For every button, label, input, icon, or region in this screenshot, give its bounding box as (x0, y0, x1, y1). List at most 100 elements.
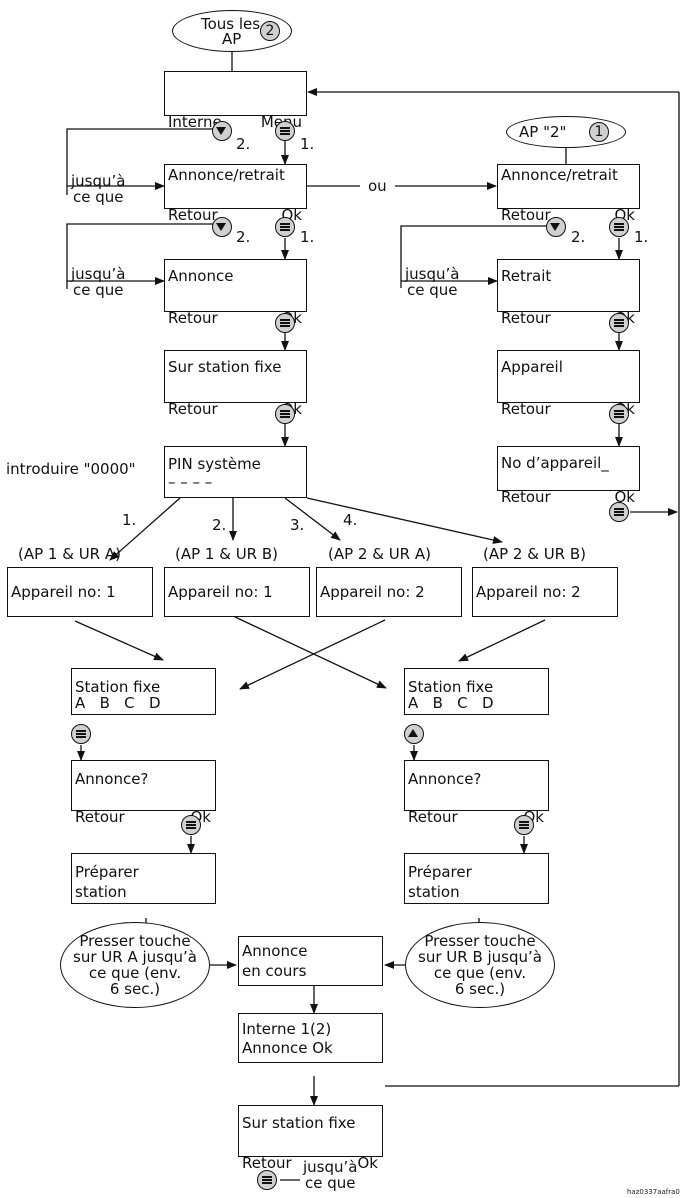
sur-station-label: Sur station fixe (242, 1114, 356, 1132)
menu-key-icon (275, 217, 295, 237)
box-appareil-no-1a: Appareil no: 1 (7, 567, 153, 617)
retour-label: Retour (168, 206, 218, 224)
box-station-fixe-right: Station fixe A B C D (404, 668, 549, 715)
annonce-retrait-label: Annonce/retrait (501, 166, 618, 184)
all-ap-line2: AP (222, 30, 242, 48)
oval-line: ce que (env. (88, 964, 182, 982)
retrait-label: Retrait (501, 267, 552, 285)
appareil-no-label: Appareil no: 1 (168, 583, 273, 601)
oval-line: Presser touche (79, 932, 191, 950)
oval-line: sur UR A jusqu’à (73, 948, 197, 966)
retour-label: Retour (501, 309, 551, 327)
menu-key-icon (275, 121, 295, 141)
step-1-label: 1. (634, 228, 649, 246)
box-pin-systeme: PIN système – – – – (164, 446, 307, 498)
annonce-retrait-label: Annonce/retrait (168, 166, 285, 184)
appareil-no-label: Appareil no: 1 (11, 583, 116, 601)
jusqua-text: jusqu’à (405, 265, 460, 283)
step-1-label: 1. (300, 228, 315, 246)
menu-key-icon (275, 404, 295, 424)
ce-que-text: ce que (72, 281, 124, 299)
interne-label: Interne (168, 113, 222, 131)
box-appareil-no-2a: Appareil no: 2 (316, 567, 462, 617)
appareil-label: Appareil (501, 358, 563, 376)
ok-label: Ok (357, 1154, 379, 1172)
oval-line: 6 sec.) (454, 980, 506, 998)
down-arrow-key-icon (212, 217, 232, 237)
badge-1-icon: 1 (589, 122, 609, 142)
retour-label: Retour (75, 808, 125, 826)
figure-code: haz0337aafra0 (627, 1188, 680, 1196)
interne-1-2-label: Interne 1(2) (242, 1020, 332, 1038)
annonce-question: Annonce? (75, 770, 149, 788)
box-appareil-no-1b: Appareil no: 1 (164, 567, 310, 617)
jusqua-text: jusqu’à (71, 265, 126, 283)
step-2-label: 2. (571, 228, 586, 246)
box-annonce-en-cours: Annonce en cours (238, 936, 383, 986)
ce-que-text: ce que (304, 1174, 356, 1192)
box-preparer-right: Préparer station (404, 853, 549, 904)
menu-key-icon (514, 815, 534, 835)
annonce-ok-label: Annonce Ok (242, 1039, 333, 1057)
station-abcd: A B C D (75, 694, 161, 712)
jusqua-note: jusqu’à ce que (71, 173, 125, 205)
retour-label: Retour (501, 400, 551, 418)
menu-key-icon (257, 1170, 277, 1190)
bottom-jusqua-note: jusqu’à ce que (303, 1158, 358, 1192)
jusqua-text: jusqu’à (303, 1158, 358, 1176)
category-ap2-ura: (AP 2 & UR A) (328, 545, 431, 563)
menu-key-icon (609, 217, 629, 237)
down-arrow-key-icon (212, 121, 232, 141)
jusqua-note: jusqu’à ce que (405, 266, 459, 298)
category-ap1-ura: (AP 1 & UR A) (18, 545, 121, 563)
appareil-no-label: Appareil no: 2 (476, 583, 581, 601)
retour-label: Retour (168, 400, 218, 418)
branch-3-label: 3. (290, 516, 305, 534)
box-preparer-left: Préparer station (71, 853, 216, 904)
ap2-ellipse: AP "2" 1 (506, 116, 626, 148)
station-label: station (408, 883, 460, 901)
retour-label: Retour (501, 488, 551, 506)
pin-label: PIN système (168, 455, 261, 473)
introduire-label: introduire "0000" (6, 460, 136, 478)
press-ur-a-oval: Presser touche sur UR A jusqu’à ce que (… (60, 922, 210, 1008)
annonce-question: Annonce? (408, 770, 482, 788)
menu-key-icon (609, 313, 629, 333)
branch-2-label: 2. (212, 516, 227, 534)
all-ap-ellipse: Tous les AP 2 (172, 10, 292, 52)
box-station-fixe-left: Station fixe A B C D (71, 668, 216, 715)
box-interne-1-2: Interne 1(2) Annonce Ok (238, 1013, 383, 1063)
menu-key-icon (181, 815, 201, 835)
category-ap1-urb: (AP 1 & UR B) (175, 545, 279, 563)
ou-label: ou (368, 177, 387, 195)
down-arrow-key-icon (546, 217, 566, 237)
box-appareil-no-2b: Appareil no: 2 (472, 567, 618, 617)
menu-key-icon (275, 313, 295, 333)
all-ap-line1: Tous les (201, 15, 261, 33)
branch-1-label: 1. (122, 511, 137, 529)
oval-line: 6 sec.) (109, 980, 161, 998)
en-cours-label: en cours (242, 962, 307, 980)
appareil-no-label: Appareil no: 2 (320, 583, 425, 601)
preparer-label: Préparer (75, 863, 139, 881)
retour-label: Retour (242, 1154, 292, 1172)
box-interne-menu: InterneMenu (164, 71, 307, 130)
menu-key-icon (71, 724, 91, 744)
step-2-label: 2. (236, 228, 251, 246)
box-sur-station-fixe-end: Sur station fixe Retour Ok (238, 1105, 383, 1171)
preparer-label: Préparer (408, 863, 472, 881)
menu-key-icon (609, 502, 629, 522)
ce-que-text: ce que (72, 188, 124, 206)
station-fixe-label: Station fixe (408, 678, 494, 696)
oval-line: Presser touche (424, 932, 536, 950)
ce-que-text: ce que (406, 281, 458, 299)
